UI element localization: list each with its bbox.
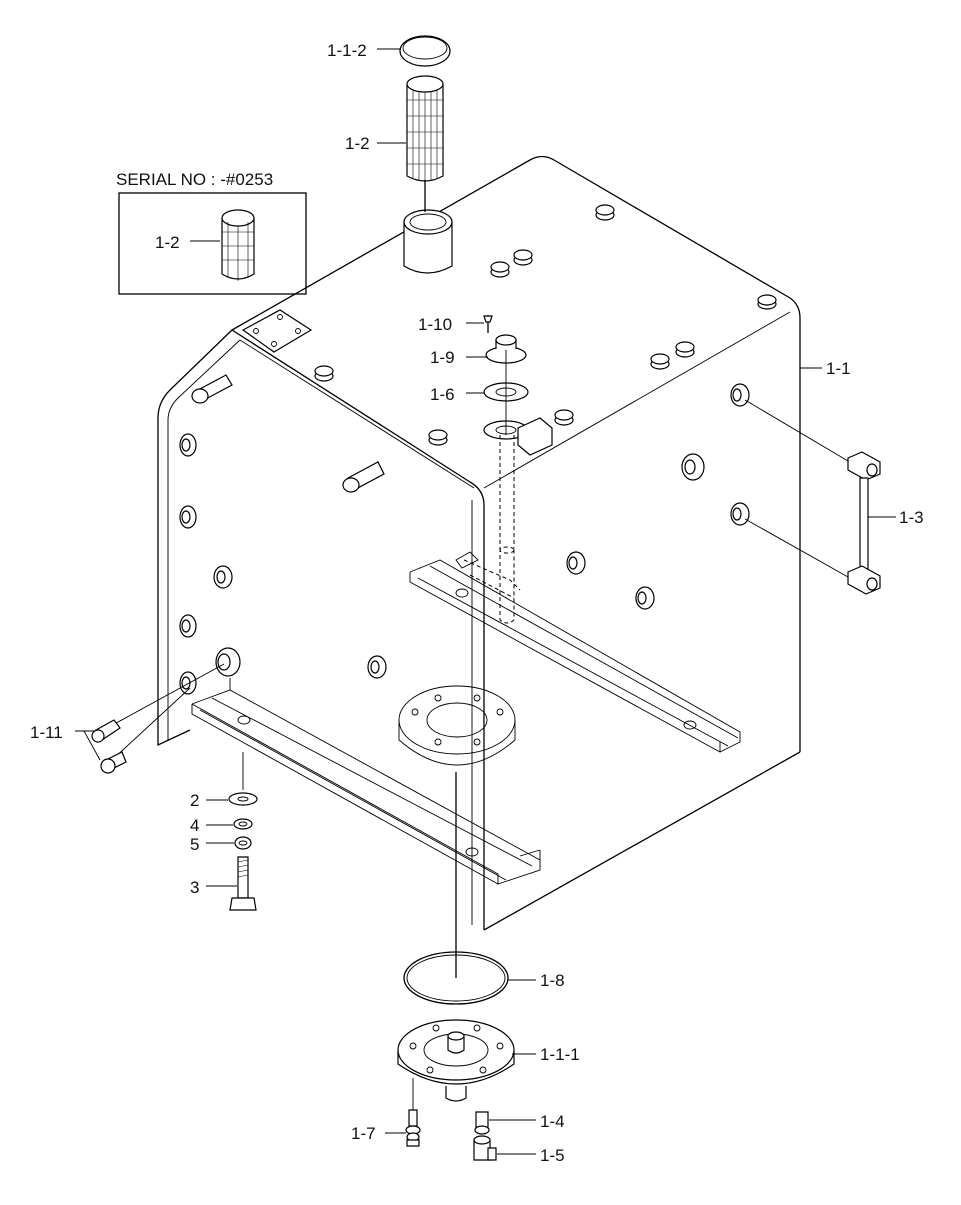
callout-1-2: 1-2 (345, 134, 370, 153)
callout-3: 3 (190, 878, 199, 897)
plug-bolts (75, 663, 225, 774)
leader-lines (377, 48, 822, 981)
tank-body (157, 155, 801, 931)
callout-1-4: 1-4 (540, 1112, 565, 1131)
callout-1-1: 1-1 (826, 359, 851, 378)
callout-4: 4 (190, 816, 199, 835)
callout-1-6: 1-6 (430, 385, 455, 404)
callout-1-3: 1-3 (899, 508, 924, 527)
mounting-hardware (206, 752, 258, 911)
callout-1-5: 1-5 (540, 1146, 565, 1165)
callout-5: 5 (190, 835, 199, 854)
serial-inset (118, 192, 307, 295)
callout-1-9: 1-9 (430, 348, 455, 367)
strainer-element (406, 75, 444, 212)
serial-note: SERIAL NO : -#0253 (116, 170, 273, 189)
level-sensor-assembly (463, 315, 553, 624)
callout-1-11: 1-11 (30, 723, 63, 742)
inset-part-label: 1-2 (155, 233, 180, 252)
sight-gauge (744, 399, 896, 595)
callout-labels: SERIAL NO : -#0253 1-2 1-1-2 1-2 1-10 1-… (30, 41, 924, 1165)
callout-1-1-1: 1-1-1 (540, 1045, 580, 1064)
strainer-cap (399, 35, 451, 67)
suction-flange (397, 1019, 536, 1102)
callout-1-7: 1-7 (351, 1124, 376, 1143)
callout-1-1-2: 1-1-2 (327, 41, 367, 60)
bottom-fittings (385, 1078, 536, 1161)
callout-2: 2 (190, 791, 199, 810)
o-ring (403, 772, 509, 1005)
callout-1-8: 1-8 (540, 971, 565, 990)
callout-1-10: 1-10 (418, 315, 452, 334)
top-fittings (191, 204, 777, 493)
bottom-rails (191, 551, 741, 885)
side-bosses (179, 383, 750, 695)
